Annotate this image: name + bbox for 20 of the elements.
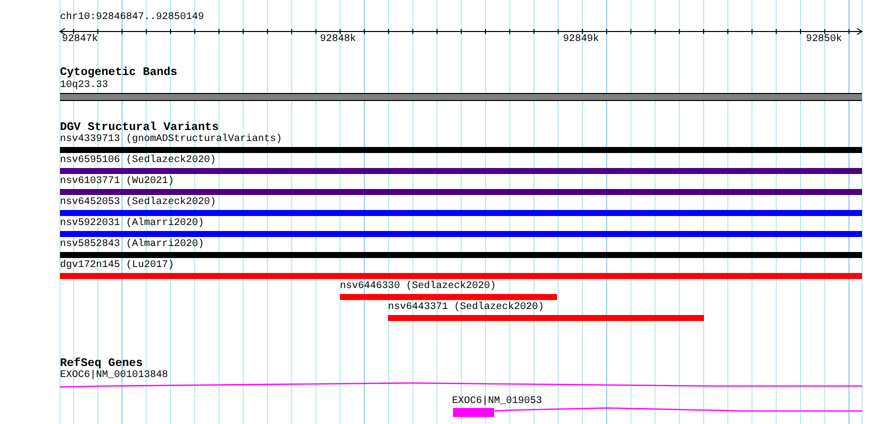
variant-label: nsv6103771 (Wu2021) [60,176,174,188]
tick-label: 92847k [62,34,98,46]
tick-label: 92850k [806,34,842,46]
variant-label: nsv6452053 (Sedlazeck2020) [60,197,216,209]
gene-label: EXOC6|NM_019053 [452,396,542,408]
variant-label: dgv172n145 (Lu2017) [60,260,174,272]
variant-label: nsv5922031 (Almarri2020) [60,218,204,230]
track-heading: RefSeq Genes [60,357,143,370]
variant-label: nsv5852843 (Almarri2020) [60,239,204,251]
variant-label: nsv6446330 (Sedlazeck2020) [340,281,496,293]
tick-label: 92848k [320,34,356,46]
tick-label: 92849k [563,34,600,46]
track-heading: Cytogenetic Bands [60,66,178,79]
variant-label: nsv6443371 (Sedlazeck2020) [388,302,544,314]
track-heading: DGV Structural Variants [60,121,219,134]
gene-label: EXOC6|NM_001013848 [60,370,168,382]
variant-label: nsv6595106 (Sedlazeck2020) [60,155,216,167]
variant-label: nsv4339713 (gnomADStructuralVariants) [60,134,282,146]
axis-range-label: chr10:92846847..92850149 [60,12,204,24]
band-label: 10q23.33 [60,80,108,92]
